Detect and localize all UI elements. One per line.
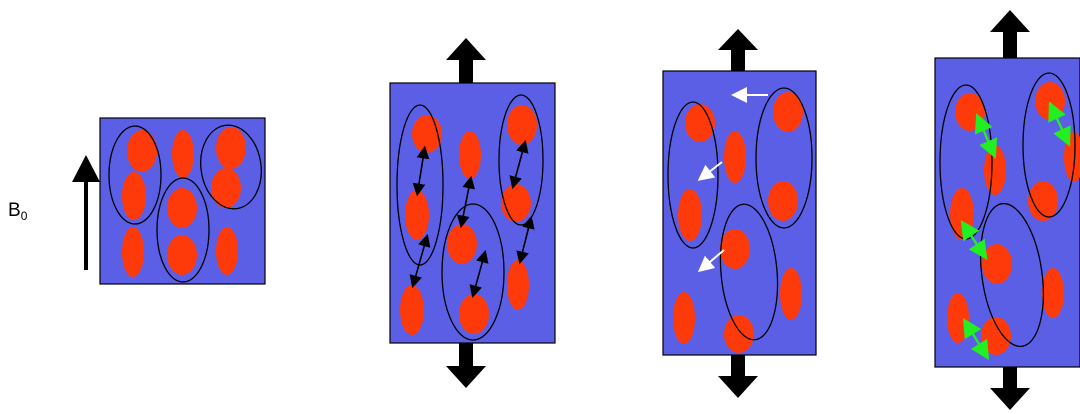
particle xyxy=(501,184,531,222)
displacement-arrow-icon xyxy=(509,139,529,190)
particle xyxy=(211,168,241,208)
particle xyxy=(673,292,695,344)
particle-group xyxy=(673,92,803,353)
particle xyxy=(507,260,529,310)
field-arrow-icon xyxy=(72,155,100,270)
particle xyxy=(984,145,1006,195)
displacement-arrow-icon xyxy=(697,161,723,181)
displacement-arrow-icon xyxy=(409,233,431,289)
particle xyxy=(122,172,146,220)
particle xyxy=(167,188,197,228)
particle xyxy=(780,268,802,320)
panel-3 xyxy=(662,29,817,398)
stretch-arrow-up-icon xyxy=(990,10,1030,60)
cluster-outline xyxy=(979,202,1045,348)
green-arrow-icon xyxy=(974,113,998,159)
cluster-outline xyxy=(719,203,779,341)
green-arrow-icon xyxy=(1048,101,1071,147)
displacement-arrow-group xyxy=(409,139,535,299)
particle xyxy=(981,317,1011,355)
particle xyxy=(172,130,194,178)
particle xyxy=(405,190,429,240)
cluster-outline-group xyxy=(108,124,262,283)
particle xyxy=(507,105,537,145)
particle xyxy=(127,130,157,172)
particle xyxy=(400,285,424,335)
displacement-arrow-group xyxy=(697,87,768,273)
particle xyxy=(122,227,144,277)
particle xyxy=(167,235,197,275)
particle-group xyxy=(400,105,537,335)
particle-group xyxy=(122,127,246,277)
particle xyxy=(216,227,238,275)
particle xyxy=(447,224,477,264)
cluster-outline xyxy=(200,124,262,210)
particle xyxy=(724,315,754,353)
particle xyxy=(947,293,969,343)
particle xyxy=(1042,268,1064,318)
stretch-arrow-down-icon xyxy=(990,366,1030,410)
displacement-arrow-icon xyxy=(516,215,535,265)
displacement-arrow-icon xyxy=(456,175,476,229)
displacement-arrow-icon xyxy=(697,249,725,273)
particle xyxy=(982,244,1012,284)
particle xyxy=(724,131,746,183)
cluster-outline xyxy=(156,177,210,283)
particle xyxy=(768,181,798,221)
field-label-subscript: 0 xyxy=(20,209,28,223)
green-arrow-icon xyxy=(962,317,990,361)
cluster-outline xyxy=(755,87,813,229)
stretch-arrow-up-icon xyxy=(718,29,758,72)
particle xyxy=(950,188,974,240)
displacement-arrow-group xyxy=(960,101,1071,361)
stretch-arrow-down-icon xyxy=(718,354,758,398)
particle xyxy=(685,104,715,142)
panel-4 xyxy=(934,10,1080,410)
particle xyxy=(459,131,481,179)
cluster-outline xyxy=(667,101,719,249)
particle xyxy=(1035,82,1065,120)
particle xyxy=(1028,181,1058,221)
field-label-symbol: B xyxy=(8,200,21,221)
panel-2 xyxy=(389,38,556,388)
cluster-outline xyxy=(1022,72,1076,218)
particle xyxy=(216,127,246,169)
panel-1 xyxy=(99,117,266,285)
displacement-arrow-icon xyxy=(412,145,430,197)
stretch-arrow-up-icon xyxy=(446,38,486,84)
cluster-outline-group xyxy=(667,87,813,341)
cluster-outline xyxy=(108,125,162,225)
particle xyxy=(720,229,750,269)
particle xyxy=(678,189,702,241)
displacement-arrow-icon xyxy=(469,249,489,299)
particle xyxy=(459,294,489,334)
particle xyxy=(773,92,803,132)
green-arrow-icon xyxy=(960,220,988,260)
stretch-arrow-down-icon xyxy=(446,342,486,388)
field-label: B0 xyxy=(8,200,27,223)
